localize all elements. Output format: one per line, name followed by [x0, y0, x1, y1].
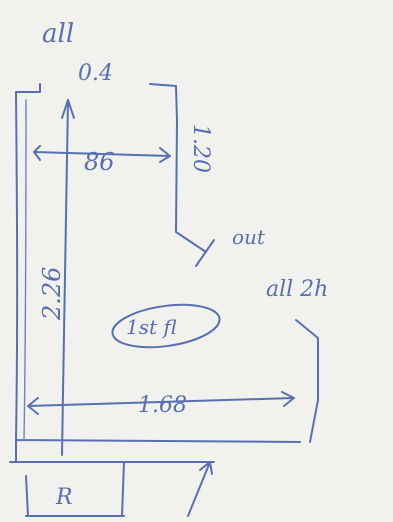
lower-width-label: 1.68	[138, 393, 187, 418]
lower-width-arrow	[27, 391, 295, 415]
right-upper-label: 1.20	[188, 124, 213, 173]
height-arrow-top-icon	[61, 99, 75, 119]
room-label: 1st fl	[126, 315, 177, 339]
top-note: all	[42, 19, 74, 49]
height-label: 2.26	[38, 267, 66, 321]
bottom-box-label: R	[55, 485, 73, 510]
door-stroke	[195, 239, 215, 267]
upper-width-arrow	[33, 145, 171, 163]
upper-width-label: 86	[84, 148, 115, 176]
bottom-arrow-icon	[187, 461, 213, 517]
room-label-circle	[111, 303, 221, 349]
top-width-label: 0.4	[78, 61, 113, 86]
bottom-strip	[9, 461, 215, 517]
corner-note: all 2h	[266, 277, 328, 302]
plan-outline	[15, 83, 319, 463]
out-note: out	[232, 225, 266, 249]
inner-wall-line	[23, 99, 27, 441]
